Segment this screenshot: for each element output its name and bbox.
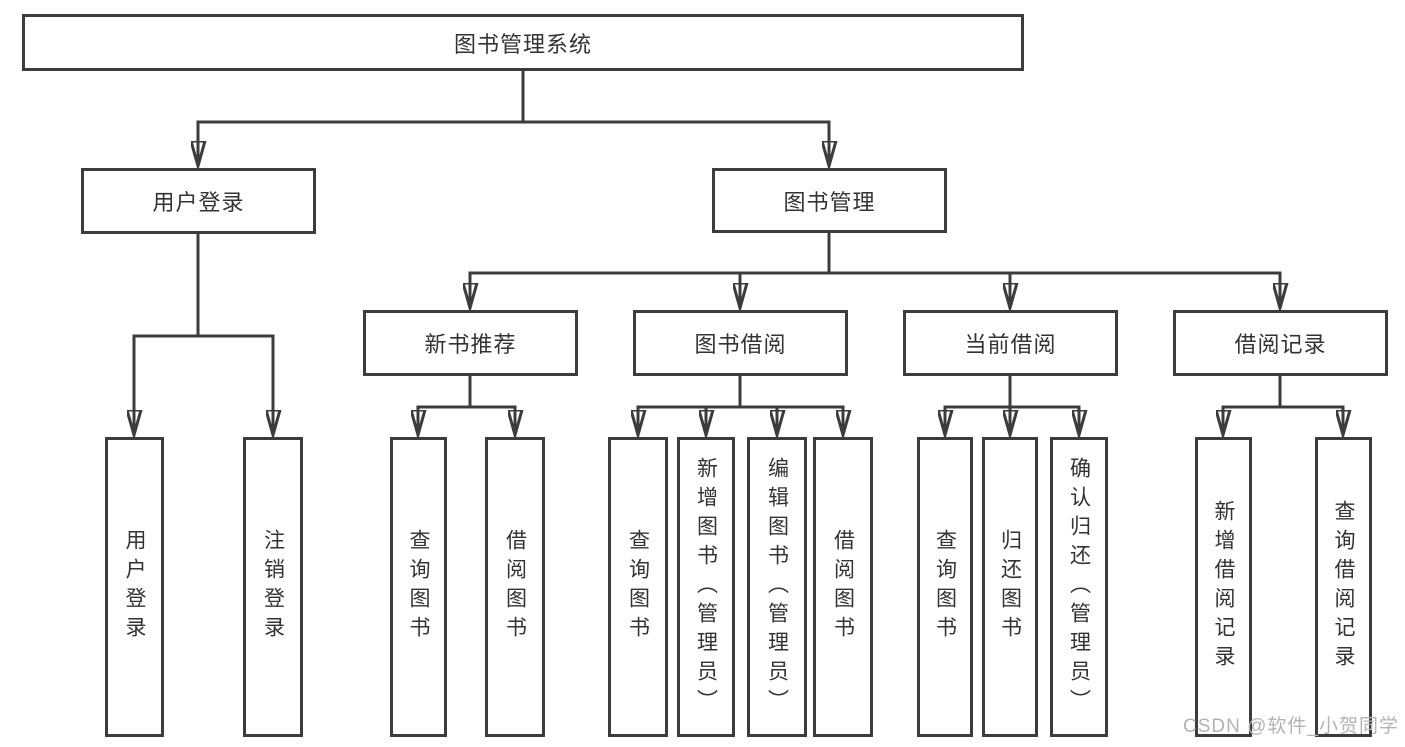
connector-root-to-level2 <box>198 69 829 166</box>
leaf-borrow-edit-admin-label: 编辑图书（管理员） <box>765 456 789 718</box>
leaf-current-query-label: 查询图书 <box>933 529 957 645</box>
leaf-user-login-label: 用户登录 <box>123 529 146 645</box>
leaf-newbook-query-label: 查询图书 <box>407 529 430 645</box>
leaf-current-confirm-admin-label: 确认归还（管理员） <box>1067 456 1091 718</box>
leaf-current-confirm-admin: 确认归还（管理员） <box>1050 437 1108 737</box>
leaf-current-return-label: 归还图书 <box>998 529 1022 645</box>
leaf-borrow-add-admin-label: 新增图书（管理员） <box>694 456 718 718</box>
leaf-newbook-borrow: 借阅图书 <box>485 437 545 737</box>
leaf-borrow-borrow: 借阅图书 <box>813 437 873 737</box>
node-borrow-records: 借阅记录 <box>1173 310 1388 376</box>
leaf-logout-label: 注销登录 <box>261 529 285 645</box>
leaf-newbook-query: 查询图书 <box>390 437 447 737</box>
leaf-user-login: 用户登录 <box>105 437 164 737</box>
leaf-records-query-label: 查询借阅记录 <box>1332 500 1355 674</box>
leaf-borrow-add-admin: 新增图书（管理员） <box>677 437 735 737</box>
node-book-management: 图书管理 <box>712 168 947 233</box>
connector-book-mgmt-to-level3 <box>470 231 1280 308</box>
node-new-book-recommend: 新书推荐 <box>363 310 578 376</box>
leaf-newbook-borrow-label: 借阅图书 <box>503 529 527 645</box>
leaf-current-return: 归还图书 <box>982 437 1038 737</box>
leaf-logout: 注销登录 <box>243 437 303 737</box>
leaf-records-add: 新增借阅记录 <box>1195 437 1252 737</box>
leaf-borrow-query: 查询图书 <box>608 437 668 737</box>
connector-user-login-group <box>134 232 273 435</box>
node-user-login: 用户登录 <box>81 168 316 234</box>
connector-records-group <box>1223 374 1343 435</box>
leaf-borrow-borrow-label: 借阅图书 <box>831 529 855 645</box>
leaf-records-add-label: 新增借阅记录 <box>1212 500 1235 674</box>
node-root-system: 图书管理系统 <box>22 14 1024 71</box>
connector-borrow-group <box>638 374 843 435</box>
leaf-records-query: 查询借阅记录 <box>1315 437 1372 737</box>
connector-current-group <box>945 374 1079 435</box>
leaf-current-query: 查询图书 <box>917 437 973 737</box>
leaf-borrow-query-label: 查询图书 <box>626 529 650 645</box>
leaf-borrow-edit-admin: 编辑图书（管理员） <box>747 437 807 737</box>
node-book-borrow: 图书借阅 <box>633 310 848 376</box>
csdn-watermark: CSDN @软件_小贺同学 <box>1183 716 1399 737</box>
connector-new-book-group <box>418 374 515 435</box>
node-current-borrow: 当前借阅 <box>903 310 1118 376</box>
